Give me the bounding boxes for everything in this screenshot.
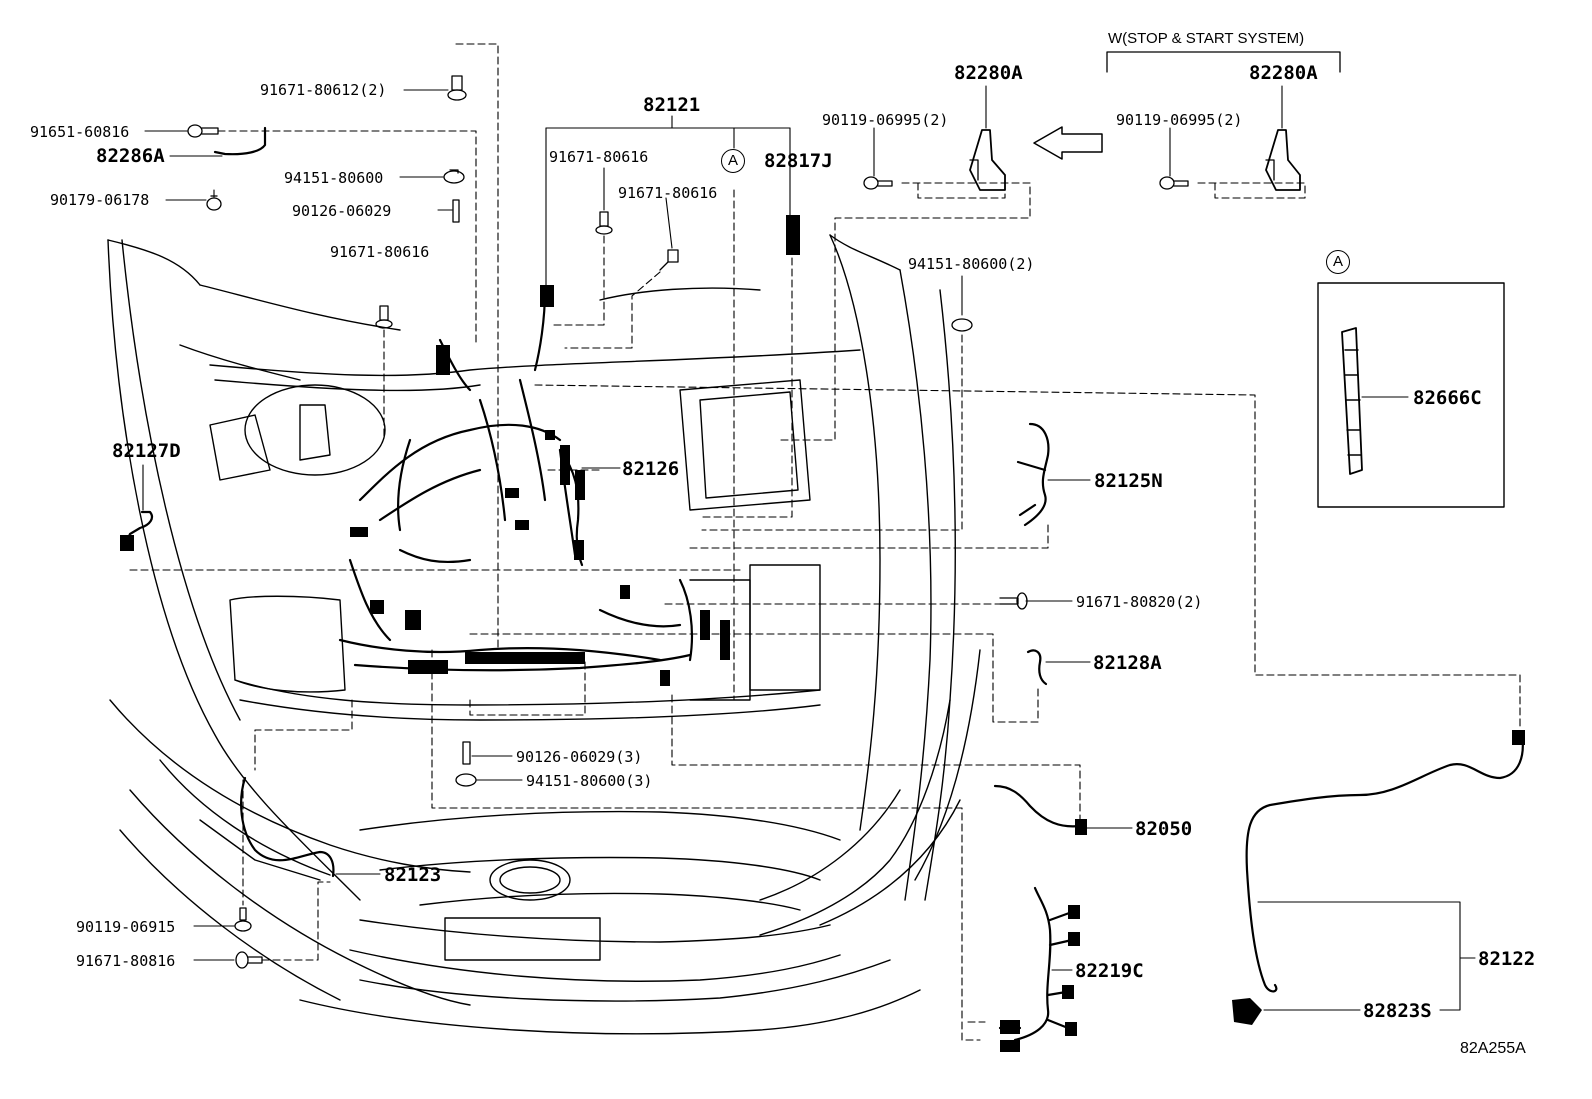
car-body-outline [107, 234, 981, 1035]
part-label-94151-80600-3[interactable]: 94151-80600(3) [526, 772, 653, 790]
part-label-90179-06178[interactable]: 90179-06178 [50, 191, 150, 209]
part-label-91671-80616-center[interactable]: 91671-80616 [549, 148, 649, 166]
part-label-82280a-left[interactable]: 82280A [954, 62, 1023, 84]
variant-bracket [1106, 51, 1341, 73]
connector-82666c [1341, 327, 1363, 475]
part-label-90119-06995-left[interactable]: 90119-06995(2) [822, 111, 949, 129]
part-label-91671-80616-left[interactable]: 91671-80616 [330, 243, 430, 261]
part-label-91671-80616-right[interactable]: 91671-80616 [618, 184, 718, 202]
part-label-82050[interactable]: 82050 [1135, 818, 1193, 840]
harness-82123 [240, 776, 335, 878]
part-label-82126[interactable]: 82126 [622, 458, 680, 480]
part-label-82125n[interactable]: 82125N [1094, 470, 1163, 492]
part-label-82286a[interactable]: 82286A [96, 145, 165, 167]
part-label-91671-80612[interactable]: 91671-80612(2) [260, 81, 387, 99]
harness-82050 [993, 784, 1082, 828]
part-label-91651-60816[interactable]: 91651-60816 [30, 123, 130, 141]
part-label-90119-06915[interactable]: 90119-06915 [76, 918, 176, 936]
part-label-94151-80600[interactable]: 94151-80600 [284, 169, 384, 187]
harness-82122 [1245, 733, 1524, 993]
part-label-91671-80816[interactable]: 91671-80816 [76, 952, 176, 970]
callout-a-marker[interactable]: A [721, 149, 745, 173]
detail-box-a [1317, 282, 1505, 508]
arrow-left-icon [1033, 126, 1103, 160]
part-label-82280a-right[interactable]: 82280A [1249, 62, 1318, 84]
harness-82126 [558, 448, 584, 567]
part-label-82823s[interactable]: 82823S [1363, 1000, 1432, 1022]
engine-harness [338, 288, 694, 672]
part-label-94151-80600-2[interactable]: 94151-80600(2) [908, 255, 1035, 273]
harness-82128a [1026, 649, 1048, 686]
sensor-82127d [123, 510, 154, 547]
harness-82125n [1016, 422, 1050, 527]
part-label-90119-06995-right[interactable]: 90119-06995(2) [1116, 111, 1243, 129]
part-label-90126-06029-3[interactable]: 90126-06029(3) [516, 748, 643, 766]
detail-a-marker: A [1326, 250, 1350, 274]
part-label-82127d[interactable]: 82127D [112, 440, 181, 462]
part-label-82219c[interactable]: 82219C [1075, 960, 1144, 982]
diagram-id: 82A255A [1460, 1040, 1526, 1057]
part-label-82122[interactable]: 82122 [1478, 948, 1536, 970]
part-label-82128a[interactable]: 82128A [1093, 652, 1162, 674]
variant-header: W(STOP & START SYSTEM) [1108, 30, 1305, 47]
harness-82219c [998, 886, 1074, 1042]
part-label-82817j[interactable]: 82817J [764, 150, 833, 172]
part-label-91671-80820[interactable]: 91671-80820(2) [1076, 593, 1203, 611]
dashed-routing [129, 43, 1521, 1041]
connector-82823s [1232, 998, 1262, 1025]
part-label-82121[interactable]: 82121 [643, 94, 701, 116]
harness-connectors [350, 285, 730, 686]
leader-lines [142, 85, 1476, 1011]
part-label-82123[interactable]: 82123 [384, 864, 442, 886]
part-label-90126-06029[interactable]: 90126-06029 [292, 202, 392, 220]
part-label-82666c[interactable]: 82666C [1413, 387, 1482, 409]
